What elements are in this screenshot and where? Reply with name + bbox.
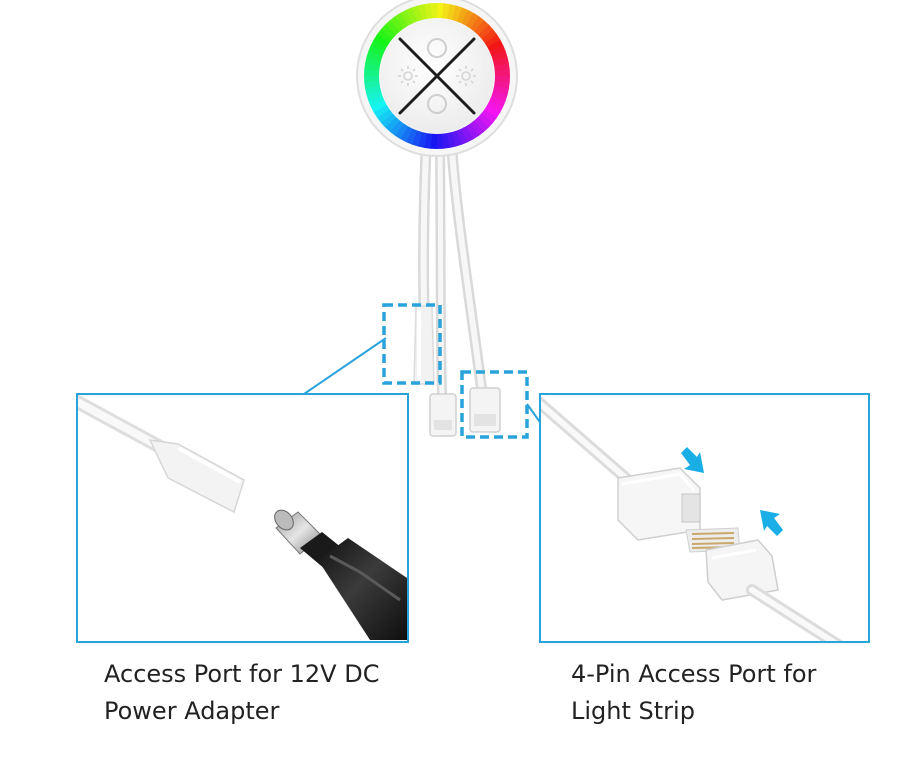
female-four-pin-connector — [617, 467, 701, 541]
color-ring-segment — [405, 128, 418, 145]
color-ring-segment — [389, 120, 404, 136]
insert-arrow-down-icon — [681, 447, 704, 473]
color-ring-segment — [451, 130, 462, 147]
four-pin-connector-right — [469, 387, 501, 433]
color-ring-segment — [394, 123, 408, 140]
color-ring-segment — [400, 9, 413, 26]
color-ring-segment — [493, 57, 509, 67]
color-ring-segment — [489, 45, 506, 57]
strip-port-caption: 4-Pin Access Port for Light Strip — [571, 656, 816, 730]
color-ring-segment — [406, 7, 418, 24]
brightness-down-icon[interactable] — [456, 66, 476, 86]
color-ring-segment — [441, 133, 450, 149]
color-ring-segment — [368, 95, 385, 107]
color-ring-segment — [364, 80, 380, 89]
color-ring-segment — [446, 132, 456, 148]
color-ring-segment — [491, 91, 508, 102]
male-dc-plug — [274, 509, 407, 640]
color-ring-segment — [437, 3, 444, 19]
color-ring-segment — [370, 100, 387, 113]
color-ring-segment — [452, 5, 463, 22]
color-ring-segment — [364, 69, 380, 76]
color-ring-segment — [385, 116, 400, 132]
dc-female-jack — [413, 305, 435, 385]
color-ring-segment — [417, 131, 427, 148]
male-four-pin-connector — [685, 527, 779, 601]
color-ring-segment — [481, 29, 497, 43]
color-ring-segment — [487, 39, 504, 52]
color-ring-segment — [491, 51, 508, 62]
color-ring-segment — [424, 3, 433, 19]
color-ring-segment — [481, 109, 497, 124]
color-ring-segment — [381, 24, 397, 39]
color-ring-segment — [470, 120, 484, 136]
strip-port-caption-line1: 4-Pin Access Port for — [571, 660, 817, 688]
color-ring-segment — [390, 16, 404, 32]
color-ring-segment — [487, 100, 504, 113]
color-ring-segment — [494, 63, 510, 72]
color-ring-segment — [489, 95, 506, 108]
four-pin-connector-left — [429, 393, 457, 437]
mode-icon[interactable] — [398, 66, 418, 86]
brightness-up-icon[interactable] — [427, 38, 447, 58]
color-ring-segment — [465, 123, 479, 140]
button-divider — [398, 37, 476, 115]
rgb-controller — [356, 0, 518, 400]
color-ring-segment — [484, 105, 501, 119]
color-ring-segment — [494, 69, 510, 77]
color-ring-segment — [436, 133, 444, 149]
female-jack-body — [148, 439, 245, 514]
color-ring-segment — [364, 75, 380, 83]
color-ring-segment — [373, 33, 390, 47]
color-ring-segment — [474, 20, 489, 36]
color-ring-segment — [474, 117, 489, 133]
color-ring-segment — [380, 113, 396, 128]
color-ring-segment — [368, 44, 385, 57]
color-ring-segment — [461, 126, 474, 143]
color-ring-segment — [430, 133, 437, 149]
power-port-caption-line1: Access Port for 12V DC — [104, 660, 380, 688]
color-ring-segment — [377, 109, 393, 123]
color-ring-segment — [412, 5, 423, 22]
power-icon[interactable] — [427, 94, 447, 114]
color-ring-segment — [456, 128, 468, 145]
color-ring-segment — [377, 28, 393, 43]
color-ring-segment — [494, 76, 510, 83]
color-ring-segment — [400, 126, 413, 143]
color-ring-segment — [461, 9, 474, 26]
color-ring-segment — [370, 39, 387, 52]
power-leader-line — [303, 337, 387, 395]
color-ring-segment — [466, 12, 480, 29]
color-wheel-ring — [364, 3, 510, 149]
power-detail-panel — [76, 393, 409, 643]
color-ring-segment — [456, 7, 469, 24]
insert-arrow-up-icon — [760, 510, 783, 536]
power-port-highlight — [382, 303, 442, 385]
color-ring-segment — [365, 85, 381, 95]
strip-port-highlight — [460, 370, 529, 439]
color-ring-segment — [430, 3, 438, 19]
color-ring-segment — [373, 104, 390, 118]
color-ring-segment — [385, 19, 400, 35]
color-ring-segment — [447, 4, 457, 21]
color-ring-segment — [366, 90, 383, 101]
color-ring-segment — [365, 56, 382, 66]
strip-port-caption-line2: Light Strip — [571, 697, 695, 725]
color-ring-segment — [411, 130, 422, 147]
color-ring-segment — [470, 16, 485, 32]
color-ring-segment — [477, 113, 493, 128]
power-port-caption: Access Port for 12V DC Power Adapter — [104, 656, 379, 730]
color-ring-segment — [418, 4, 428, 20]
color-ring-segment — [395, 12, 409, 29]
color-ring-segment — [484, 34, 501, 48]
color-ring-segment — [366, 50, 383, 61]
strip-detail-panel — [539, 393, 870, 643]
color-ring-segment — [492, 86, 509, 96]
power-port-caption-line2: Power Adapter — [104, 697, 280, 725]
color-ring-segment — [478, 24, 494, 39]
